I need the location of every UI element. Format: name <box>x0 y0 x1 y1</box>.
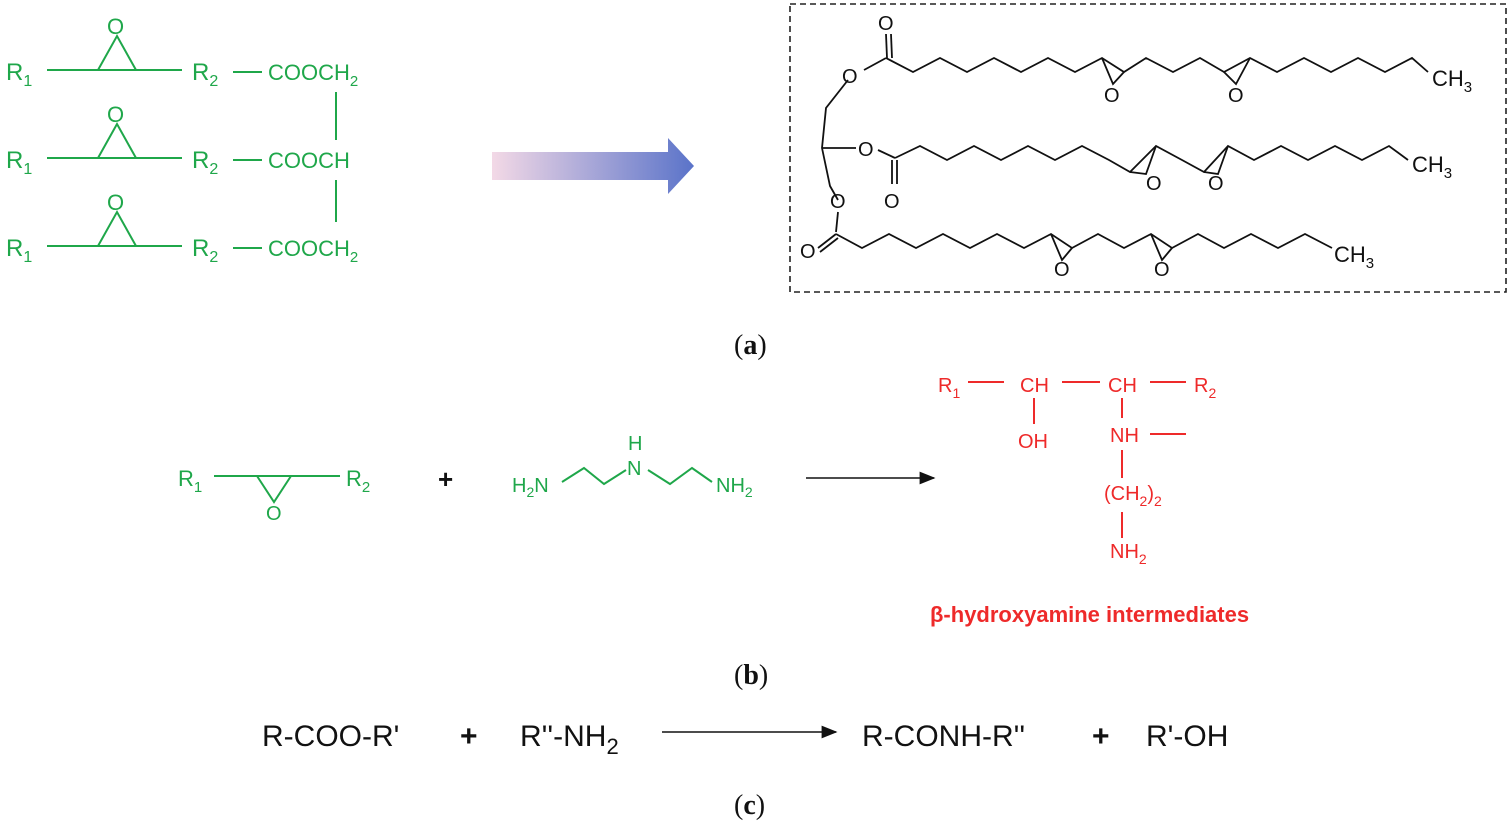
epoxide-oxygen: O <box>107 14 124 39</box>
svg-text:O: O <box>800 241 816 263</box>
caption-a: (a) <box>734 330 767 361</box>
svg-text:O: O <box>1228 85 1244 107</box>
svg-text:R2: R2 <box>1194 375 1216 401</box>
svg-text:R1: R1 <box>938 375 960 401</box>
beta-hydroxyamine-product: R1 CH CH R2 OH NH (CH2)2 NH2 <box>938 375 1216 567</box>
plus-sign-c2: + <box>1092 720 1110 753</box>
plus-sign-b: + <box>438 464 453 494</box>
svg-text:CH3: CH3 <box>1432 66 1472 96</box>
panel-a: R1 O R2 COOCH2 R1 O R2 COOCH R1 O R2 <box>6 3 1507 361</box>
svg-text:CH: CH <box>1108 375 1137 397</box>
epoxide-oxygen: O <box>266 503 282 525</box>
svg-text:O: O <box>1146 173 1162 195</box>
panel-b: R1 O R2 + H N H2N NH2 R1 CH CH R2 O <box>178 375 1249 691</box>
svg-text:O: O <box>1208 173 1224 195</box>
svg-text:R1: R1 <box>6 147 32 178</box>
epoxy-triglyceride-row-3: R1 O R2 COOCH2 <box>6 190 358 266</box>
svg-text:R2: R2 <box>192 147 218 178</box>
svg-text:O: O <box>830 191 846 213</box>
plus-sign-c1: + <box>460 720 478 753</box>
epoxy-triglyceride-row-1: R1 O R2 COOCH2 <box>6 14 358 90</box>
reactant-ester: R-COO-R' <box>262 720 399 753</box>
svg-text:O: O <box>878 13 894 35</box>
epoxide-oxygen: O <box>107 102 124 127</box>
svg-text:(CH2)2: (CH2)2 <box>1104 483 1162 509</box>
reactant-amine: R''-NH2 <box>520 720 619 759</box>
structure-box <box>789 3 1507 293</box>
svg-text:O: O <box>884 191 900 213</box>
diethylenetriamine-reactant: H N H2N NH2 <box>512 433 753 500</box>
product-alcohol: R'-OH <box>1146 720 1228 753</box>
epoxidized-triglyceride-structure: O O O O CH3 O O O O CH3 O <box>800 13 1472 281</box>
svg-text:CH3: CH3 <box>1412 152 1452 182</box>
svg-text:O: O <box>1054 259 1070 281</box>
svg-text:H2N: H2N <box>512 475 549 500</box>
product-label: β-hydroxyamine intermediates <box>930 602 1249 627</box>
svg-text:NH: NH <box>1110 425 1139 447</box>
product-amide: R-CONH-R'' <box>862 720 1025 753</box>
epoxide-oxygen: O <box>107 190 124 215</box>
svg-text:R1: R1 <box>6 235 32 266</box>
svg-text:NH2: NH2 <box>1110 541 1147 567</box>
conversion-arrow <box>492 138 694 194</box>
svg-text:OH: OH <box>1018 431 1048 453</box>
svg-text:H: H <box>628 433 642 455</box>
svg-text:R2: R2 <box>192 59 218 90</box>
svg-text:O: O <box>1154 259 1170 281</box>
svg-text:O: O <box>1104 85 1120 107</box>
svg-text:CH3: CH3 <box>1334 242 1374 272</box>
svg-text:R2: R2 <box>192 235 218 266</box>
caption-c: (c) <box>734 790 765 821</box>
svg-text:NH2: NH2 <box>716 475 753 500</box>
svg-text:O: O <box>842 66 858 88</box>
svg-text:R1: R1 <box>178 466 202 496</box>
svg-text:COOCH2: COOCH2 <box>268 60 358 90</box>
svg-text:R2: R2 <box>346 466 370 496</box>
svg-text:COOCH: COOCH <box>268 148 350 173</box>
svg-text:N: N <box>627 458 641 480</box>
svg-text:CH: CH <box>1020 375 1049 397</box>
epoxide-reactant: R1 O R2 <box>178 466 370 525</box>
svg-text:COOCH2: COOCH2 <box>268 236 358 266</box>
svg-text:O: O <box>858 139 874 161</box>
epoxy-triglyceride-row-2: R1 O R2 COOCH <box>6 102 350 178</box>
panel-c: R-COO-R' + R''-NH2 R-CONH-R'' + R'-OH (c… <box>262 720 1228 821</box>
svg-text:R1: R1 <box>6 59 32 90</box>
caption-b: (b) <box>734 660 768 691</box>
